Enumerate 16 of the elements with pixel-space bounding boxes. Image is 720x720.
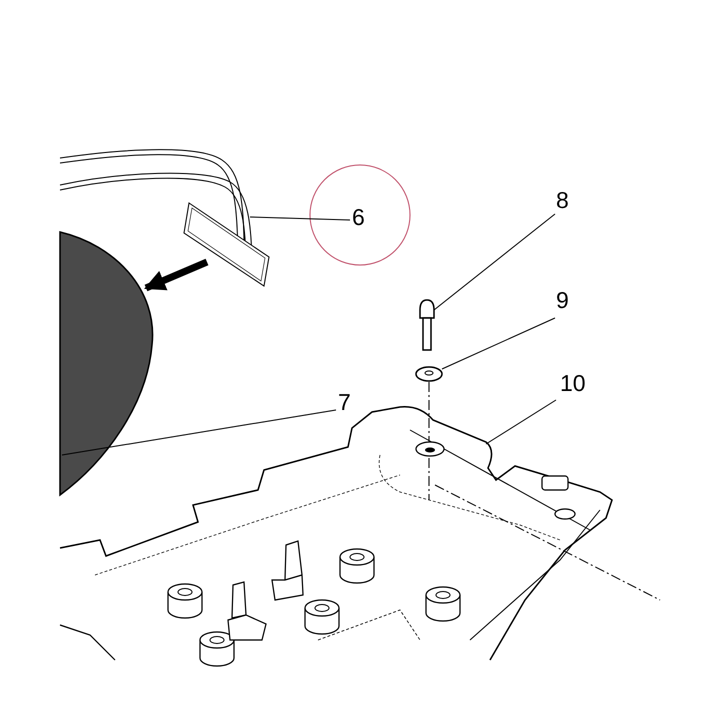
bolt-drawing bbox=[419, 299, 435, 351]
callout-number: 8 bbox=[556, 187, 569, 213]
decal-drawing bbox=[60, 149, 270, 287]
leader-line bbox=[442, 318, 556, 370]
leader-line bbox=[486, 400, 556, 444]
leader-line bbox=[250, 216, 350, 220]
callout-number: 9 bbox=[556, 287, 569, 313]
leader-line bbox=[434, 214, 556, 310]
seat-drawing bbox=[59, 231, 154, 496]
arrow bbox=[144, 258, 208, 292]
callout-number: 6 bbox=[352, 204, 365, 230]
callout-number: 7 bbox=[338, 389, 351, 415]
leader-line bbox=[62, 410, 336, 456]
center-line bbox=[428, 382, 430, 442]
callout-number: 10 bbox=[560, 370, 586, 396]
washer-drawing bbox=[415, 366, 443, 382]
